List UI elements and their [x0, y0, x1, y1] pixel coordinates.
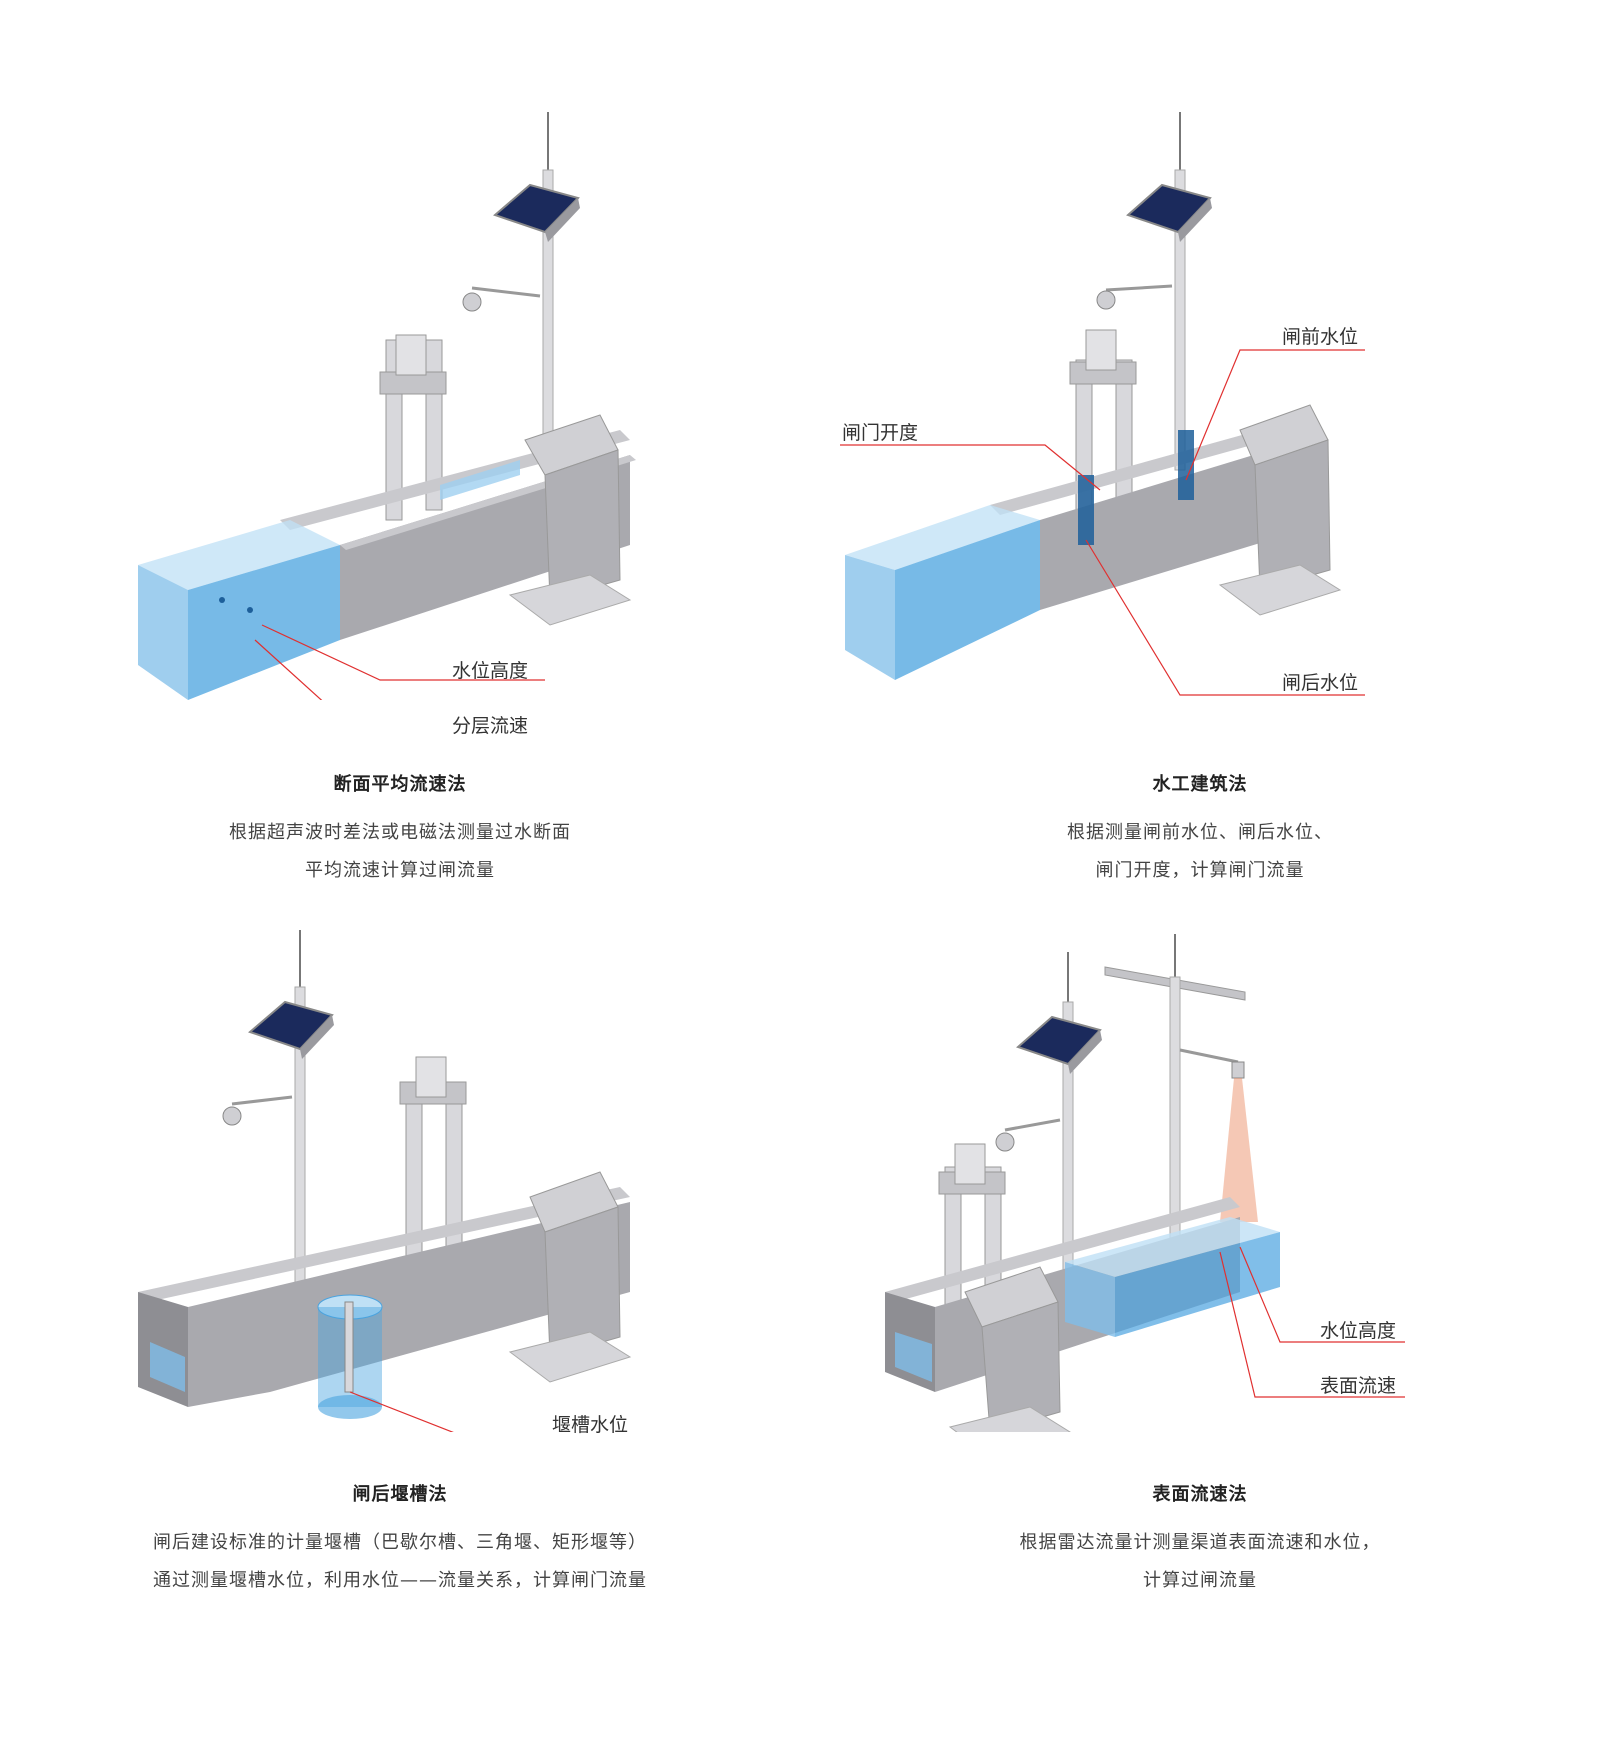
panel-surface-velocity: 水位高度 表面流速 表面流速法 根据雷达流量计测量渠道表面流速和水位， 计算过闸… — [800, 872, 1600, 1744]
method-desc-line: 闸门开度，计算闸门流量 — [1095, 860, 1305, 881]
solar-panel-icon — [1126, 183, 1212, 234]
gate-hoist-icon — [1085, 329, 1117, 371]
solar-panel-icon — [248, 1000, 334, 1051]
water-section-front — [895, 520, 1040, 680]
channel-front-wall — [1040, 450, 1270, 610]
method-desc-line: 通过测量堰槽水位，利用水位——流量关系，计算闸门流量 — [153, 1570, 647, 1591]
channel-wall-top — [138, 1187, 630, 1302]
caption-weir-flume: 闸后堰槽法 闸后建设标准的计量堰槽（巴歇尔槽、三角堰、矩形堰等） 通过测量堰槽水… — [0, 1480, 800, 1600]
illustration-surface-velocity — [885, 934, 1405, 1432]
leader-line-flume-level — [349, 1391, 454, 1432]
water-section-top — [1065, 1217, 1280, 1277]
radar-arm — [1179, 1048, 1239, 1064]
method-title: 表面流速法 — [1152, 1484, 1248, 1505]
panel-section-average-velocity: 水位高度 分层流速 断面平均流速法 根据超声波时差法或电磁法测量过水断面 平均流… — [0, 0, 800, 881]
cabinet-body — [1254, 439, 1331, 591]
solar-panel-side — [545, 198, 580, 242]
radar-beam — [1220, 1078, 1258, 1222]
caption-hydraulic-structure: 水工建筑法 根据测量闸前水位、闸后水位、 闸门开度，计算闸门流量 — [800, 770, 1600, 890]
cabinet-base — [508, 1331, 632, 1383]
camera-icon — [995, 1132, 1015, 1152]
solar-panel-side — [1068, 1030, 1102, 1074]
gate-hoist-icon — [415, 1056, 447, 1098]
water-section-front — [1115, 1232, 1280, 1337]
leader-line-layered-velocity — [254, 639, 323, 700]
camera-arm — [1004, 1118, 1061, 1132]
cabinet-base — [1218, 564, 1342, 616]
cabinet-base — [508, 574, 632, 626]
label-water-level: 水位高度 — [452, 660, 529, 682]
camera-arm — [231, 1095, 293, 1106]
channel-water — [895, 1332, 932, 1382]
camera-icon — [222, 1106, 242, 1126]
radar-sensor-icon — [1231, 1061, 1245, 1079]
camera-icon — [1096, 290, 1116, 310]
gate-hoist-icon — [395, 334, 427, 376]
channel-wall-top — [990, 430, 1270, 515]
method-title: 断面平均流速法 — [333, 774, 467, 795]
water-section-front — [188, 545, 340, 700]
solar-panel-icon — [1016, 1015, 1102, 1066]
label-surface-velocity: 表面流速 — [1320, 1375, 1397, 1397]
camera-icon — [462, 292, 482, 312]
cabinet-body — [544, 449, 621, 601]
method-desc-line: 根据雷达流量计测量渠道表面流速和水位， — [1019, 1532, 1381, 1553]
leader-line-upstream-level — [1185, 349, 1365, 481]
label-flume-level: 堰槽水位 — [552, 1414, 629, 1436]
upstream-level-tube — [1078, 475, 1094, 545]
leader-line-water-level — [261, 624, 545, 681]
channel-wall-top — [885, 1197, 1240, 1302]
gate-hoist-icon — [954, 1143, 986, 1185]
solar-panel-side — [300, 1015, 334, 1059]
water-section-top — [845, 505, 1040, 570]
illustration-section-velocity — [138, 112, 636, 700]
label-downstream-level: 闸后水位 — [1282, 672, 1359, 694]
leader-line-gate-opening — [840, 444, 1101, 491]
method-title: 闸后堰槽法 — [352, 1484, 448, 1505]
label-upstream-level: 闸前水位 — [1282, 326, 1359, 348]
label-gate-opening: 闸门开度 — [842, 422, 919, 444]
camera-arm — [1105, 284, 1173, 292]
water-section-side — [138, 565, 188, 700]
leader-line-water-level — [1239, 1246, 1405, 1343]
illustration-hydraulic-structure — [840, 112, 1365, 696]
method-desc-line: 平均流速计算过闸流量 — [305, 860, 495, 881]
panel-weir-flume: 堰槽水位 闸后堰槽法 闸后建设标准的计量堰槽（巴歇尔槽、三角堰、矩形堰等） 通过… — [0, 872, 800, 1744]
method-desc-line: 计算过闸流量 — [1143, 1570, 1257, 1591]
camera-arm — [471, 286, 541, 298]
leader-line-downstream-level — [1085, 539, 1365, 696]
method-desc-line: 根据测量闸前水位、闸后水位、 — [1067, 822, 1333, 843]
label-water-level: 水位高度 — [1320, 1320, 1397, 1342]
method-desc-line: 闸后建设标准的计量堰槽（巴歇尔槽、三角堰、矩形堰等） — [153, 1532, 647, 1553]
illustration-weir-flume — [138, 930, 632, 1432]
level-probe — [344, 1301, 354, 1393]
upstream-water — [440, 460, 520, 500]
label-layered-velocity: 分层流速 — [452, 715, 529, 737]
water-section-top — [138, 520, 340, 590]
channel-front-wall — [188, 1202, 630, 1407]
water-section-side — [1065, 1262, 1115, 1337]
water-section-side — [845, 555, 895, 680]
method-desc-line: 根据超声波时差法或电磁法测量过水断面 — [229, 822, 571, 843]
downstream-level-tube — [1178, 430, 1194, 500]
solar-panel-side — [1178, 198, 1212, 242]
leader-line-surface-velocity — [1219, 1251, 1405, 1398]
cabinet-base — [948, 1406, 1071, 1432]
method-title: 水工建筑法 — [1152, 774, 1248, 795]
caption-section-velocity: 断面平均流速法 根据超声波时差法或电磁法测量过水断面 平均流速计算过闸流量 — [0, 770, 800, 890]
panel-hydraulic-structure: 闸前水位 闸门开度 闸后水位 水工建筑法 根据测量闸前水位、闸后水位、 闸门开度… — [800, 0, 1600, 881]
flume-tank-bottom — [318, 1395, 382, 1419]
sensor-dot — [247, 607, 253, 613]
caption-surface-velocity: 表面流速法 根据雷达流量计测量渠道表面流速和水位， 计算过闸流量 — [800, 1480, 1600, 1600]
cabinet-body — [981, 1301, 1061, 1432]
radar-pole — [1169, 976, 1181, 1248]
cabinet-body — [544, 1206, 621, 1358]
solar-panel-icon — [493, 183, 580, 234]
channel-water — [150, 1342, 185, 1392]
sensor-dot — [219, 597, 225, 603]
